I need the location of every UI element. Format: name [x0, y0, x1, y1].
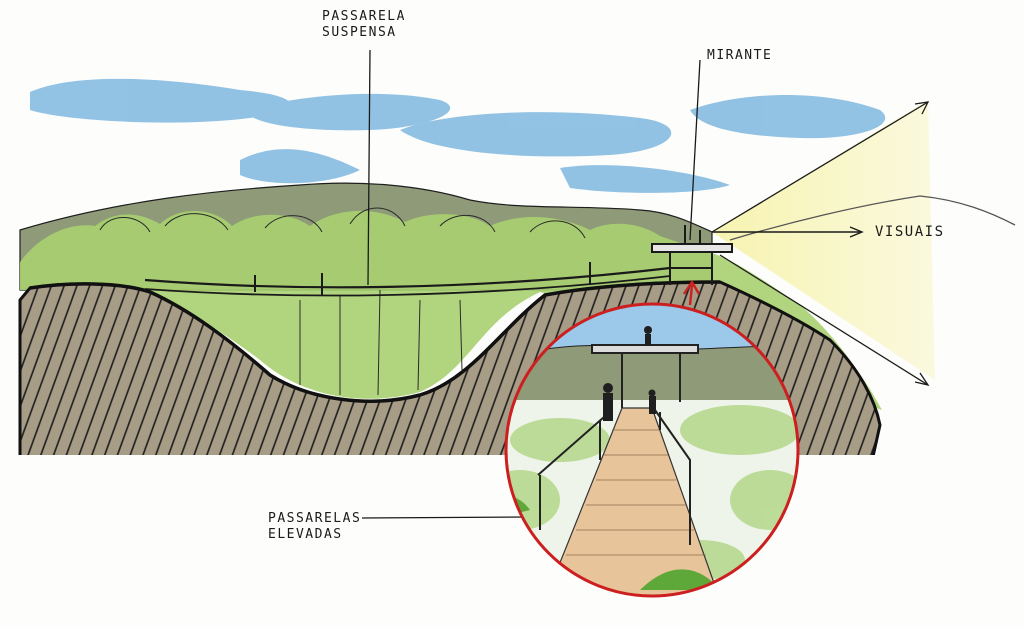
label-elevated-walkways-line1: PASSARELAS	[268, 511, 362, 526]
label-suspended-walkway-line1: PASSARELA	[322, 9, 406, 24]
sky-clouds	[30, 78, 886, 193]
label-elevated-walkways-line2: ELEVADAS	[268, 527, 343, 542]
label-views: VISUAIS	[875, 224, 945, 240]
vegetation-band	[20, 210, 882, 410]
label-suspended-walkway-line2: SUSPENSA	[322, 25, 397, 40]
label-lookout: MIRANTE	[707, 48, 773, 63]
views-light-cone	[712, 100, 935, 380]
far-ridge	[729, 195, 1016, 241]
detail-pointer	[683, 279, 701, 306]
ground-line	[29, 280, 721, 403]
suspended-walkway	[144, 262, 671, 297]
leader-lines	[361, 49, 930, 519]
lookout-structure	[651, 225, 733, 285]
tree-outlines	[99, 207, 586, 396]
